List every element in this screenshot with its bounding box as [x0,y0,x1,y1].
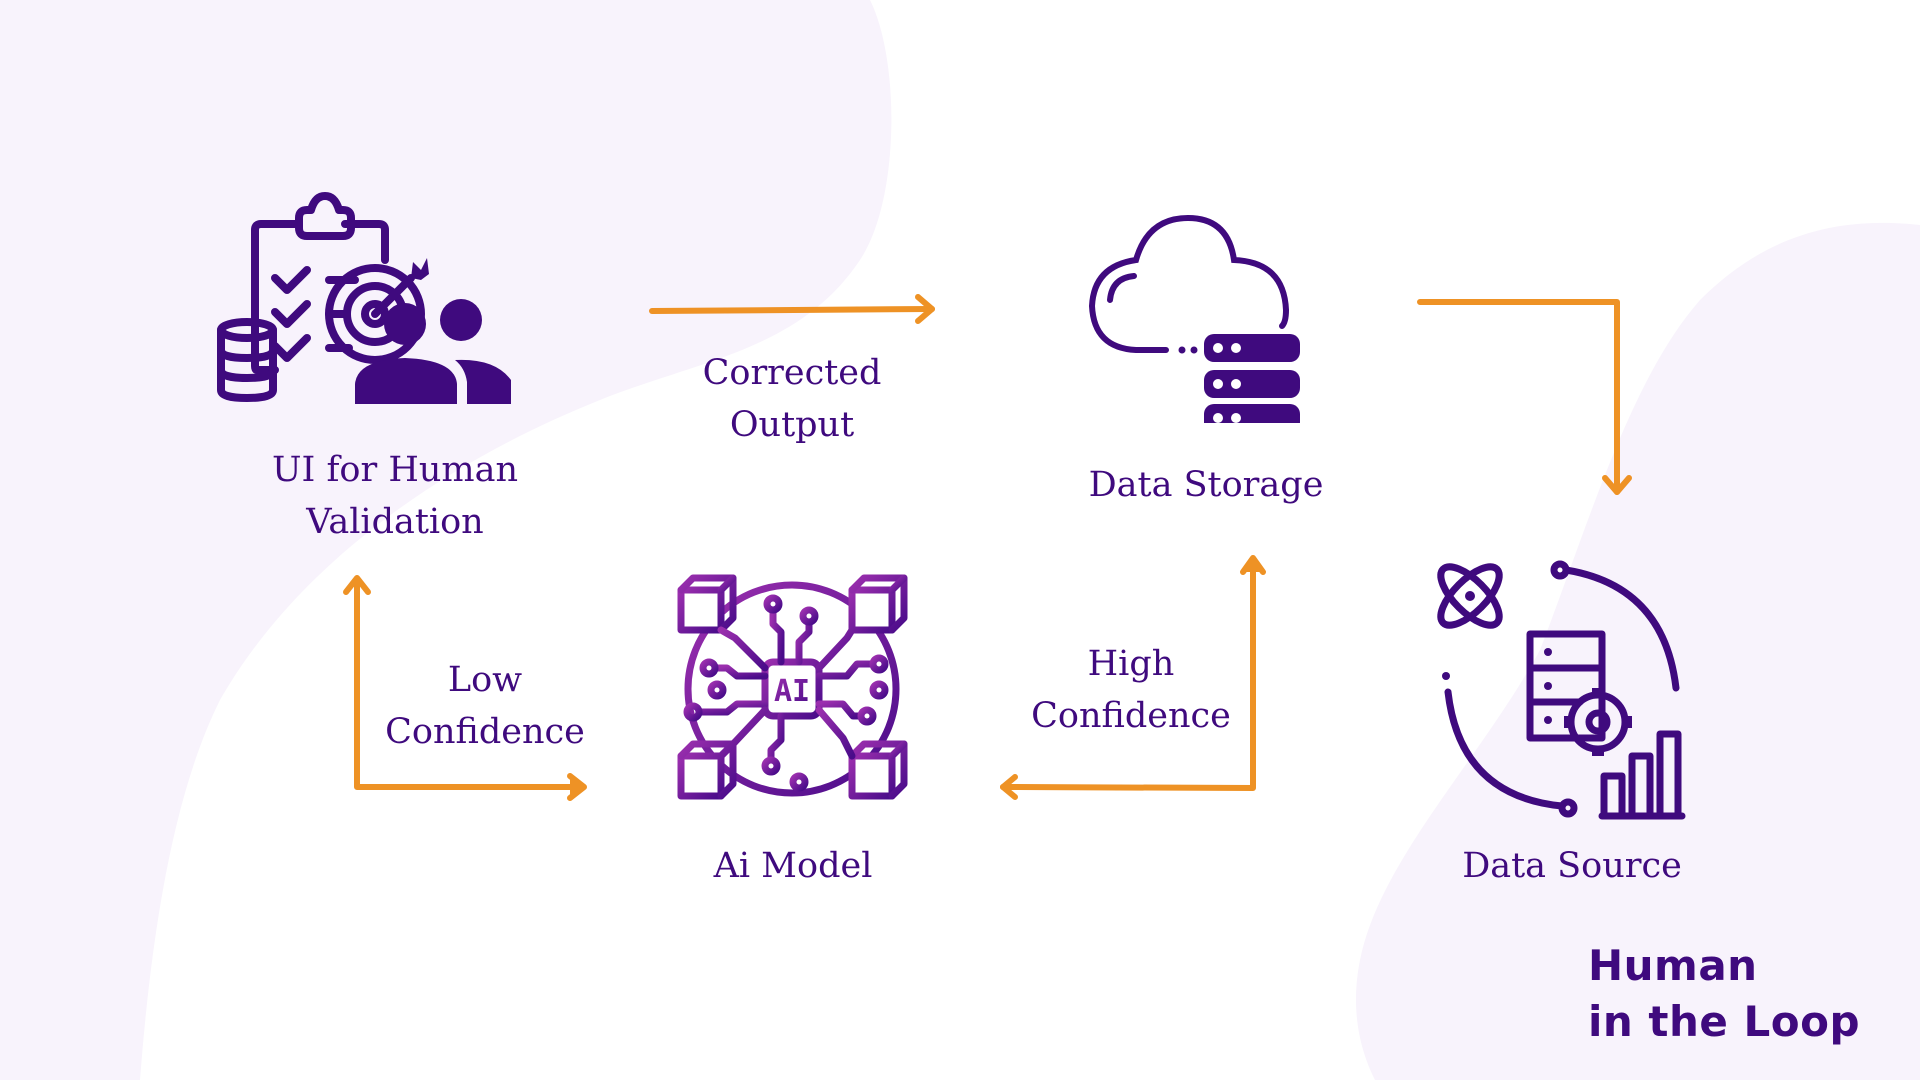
arrow-storage-to-source [1417,299,1632,495]
ai-chip-text: AI [774,674,810,709]
edge-label-low-confidence: Low Confidence [385,660,585,752]
background-blob-left [0,0,892,1080]
data-source-icon [1437,560,1686,820]
cube-top-left [677,574,737,634]
diagram-title: Human in the Loop [1588,941,1861,1046]
clipboard-target-people-icon [217,192,511,404]
arrow-high-confidence [1000,555,1266,800]
background-blob-right [1355,222,1920,1080]
node-label-ui-validation: UI for Human Validation [272,450,518,542]
arrow-corrected-output [649,294,935,324]
cube-bottom-right [848,740,908,800]
node-label-ai-model: Ai Model [713,846,873,886]
edge-label-corrected-output: Corrected Output [702,353,882,445]
ai-chip-icon: AI [677,574,908,800]
edge-label-high-confidence: High Confidence [1031,644,1231,736]
cloud-server-icon [1088,214,1300,423]
node-label-data-source: Data Source [1462,846,1682,886]
cube-top-right [848,574,908,634]
arrow-low-confidence [343,575,587,801]
node-label-data-storage: Data Storage [1088,465,1324,505]
